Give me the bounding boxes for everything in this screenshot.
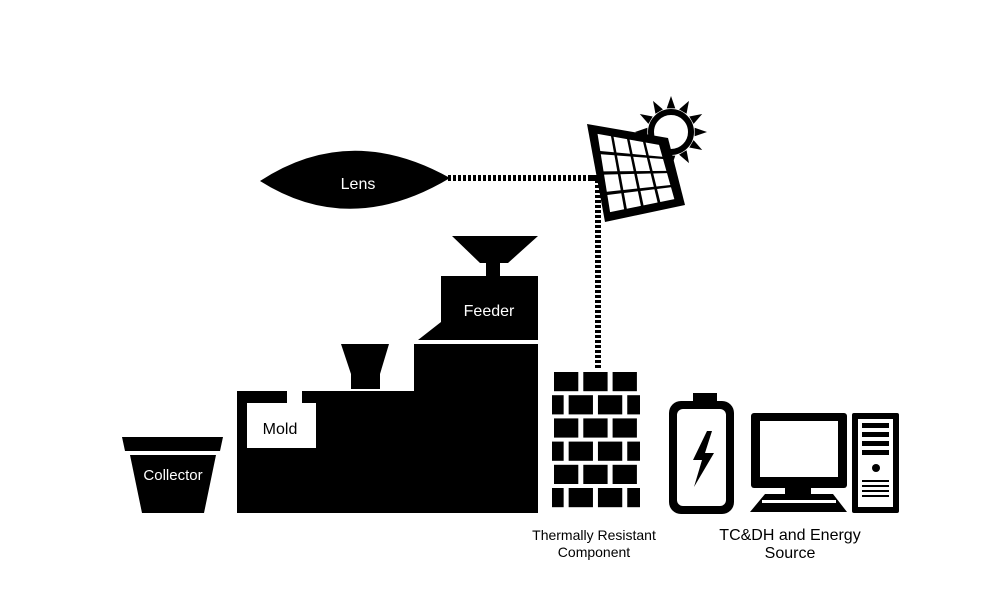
- thermally-resistant-component: Thermally Resistant Component: [532, 370, 656, 560]
- brick: [597, 395, 623, 415]
- brick: [568, 441, 593, 461]
- sun-ray: [689, 140, 703, 150]
- brick: [552, 441, 564, 461]
- lens-label: Lens: [341, 176, 376, 193]
- brick: [568, 488, 593, 508]
- brick: [583, 464, 608, 484]
- keyboard-icon: [750, 494, 847, 512]
- solar-cell: [636, 173, 654, 189]
- brick: [568, 395, 593, 415]
- brick: [583, 372, 608, 392]
- brick: [597, 441, 623, 461]
- brick: [627, 395, 640, 415]
- feeder-label: Feeder: [464, 303, 515, 320]
- mold-box: [247, 403, 316, 448]
- brick: [552, 488, 564, 508]
- solar-cell: [653, 173, 671, 187]
- collector-label: Collector: [143, 467, 202, 484]
- solar-cell: [617, 155, 634, 172]
- brick: [597, 488, 623, 508]
- brick: [627, 488, 640, 508]
- solar-cell: [629, 139, 647, 156]
- solar-cell: [640, 189, 658, 206]
- sun-ray: [653, 100, 663, 114]
- brick: [554, 372, 579, 392]
- sun-ray: [679, 100, 689, 114]
- mold-label: Mold: [263, 421, 298, 438]
- brick: [554, 464, 579, 484]
- thermal-label-line1: Thermally Resistant: [532, 527, 656, 543]
- solar-cell: [657, 187, 675, 202]
- cable: [448, 175, 604, 378]
- solar-cell: [607, 193, 625, 213]
- lens: Lens: [260, 150, 450, 209]
- battery-icon: [669, 393, 734, 514]
- machine-body: Mold: [237, 344, 538, 513]
- solar-cell: [620, 173, 638, 190]
- computer-monitor-icon: [751, 413, 847, 494]
- solar-cell: [597, 133, 614, 153]
- solar-cell: [623, 191, 641, 209]
- sun-ray: [679, 150, 689, 164]
- brick: [612, 418, 637, 438]
- sun-ray: [666, 96, 676, 109]
- brick: [552, 395, 564, 415]
- solar-cell: [604, 174, 621, 192]
- solar-cell: [645, 142, 663, 157]
- feeder: Feeder: [418, 236, 538, 340]
- brick: [612, 372, 637, 392]
- collector: Collector: [122, 437, 223, 513]
- sun-ray: [639, 114, 653, 124]
- tcdh-label-line1: TC&DH and Energy: [719, 527, 860, 544]
- solar-cell: [649, 157, 667, 171]
- brick: [554, 418, 579, 438]
- thermal-label-line2: Component: [558, 544, 630, 560]
- computer-tower-icon: [852, 413, 899, 513]
- brick: [583, 418, 608, 438]
- sun-ray: [689, 114, 703, 124]
- solar-cell: [600, 154, 618, 172]
- sun-ray: [694, 127, 707, 137]
- tcdh-label-line2: Source: [765, 545, 816, 562]
- solar-panel-icon: [587, 124, 685, 222]
- brick: [612, 464, 637, 484]
- solar-cell: [633, 156, 651, 172]
- brick: [627, 441, 640, 461]
- solar-cell: [613, 136, 631, 154]
